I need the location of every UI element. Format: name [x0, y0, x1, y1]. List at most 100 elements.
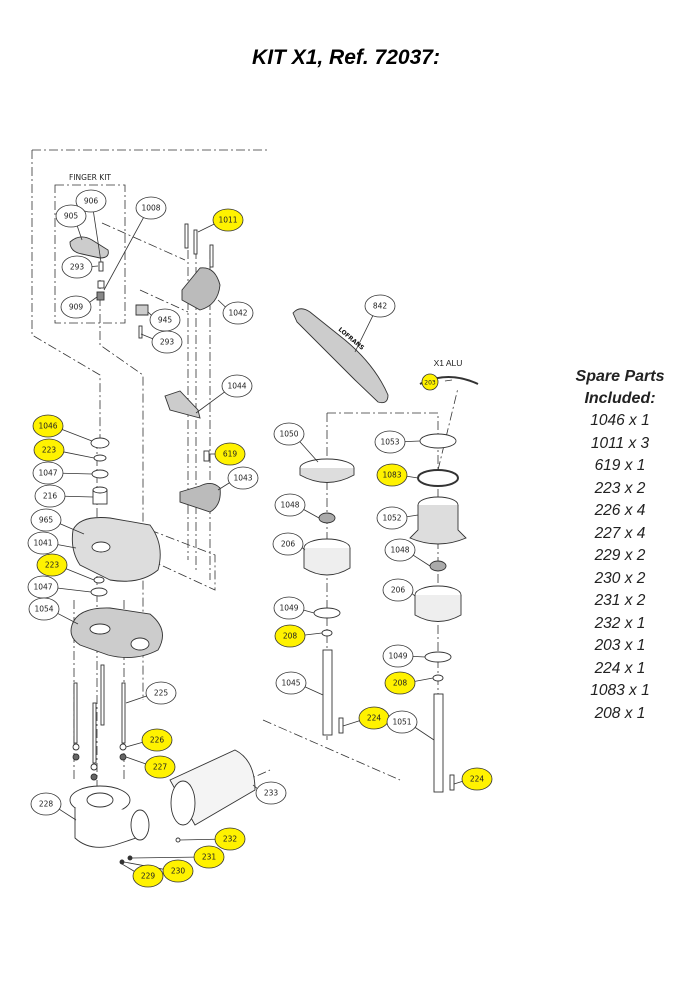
callout-bubble [30, 792, 62, 816]
callout-bubble [273, 422, 305, 446]
callout-206: 206 [382, 578, 416, 602]
callout-bubble [27, 531, 59, 555]
callout-bubble [60, 295, 92, 319]
callout-bubble [30, 508, 62, 532]
leader-line [59, 523, 85, 535]
x1-alu-label: X1 ALU [434, 358, 463, 368]
leader-line [197, 223, 215, 233]
callout-label: 1008 [141, 204, 160, 213]
spare-part-item: 232 x 1 [594, 614, 646, 632]
leader-line [57, 613, 79, 625]
callout-bubble [222, 301, 254, 325]
callout-label: 842 [373, 302, 388, 311]
callout-label: 223 [42, 446, 57, 455]
callout-1049: 1049 [273, 596, 315, 620]
callout-label: 1047 [38, 469, 57, 478]
callout-bubble [421, 373, 439, 391]
spare-part-item: 1083 x 1 [590, 682, 650, 699]
callout-906: 906 [75, 189, 107, 263]
leader-line [64, 495, 94, 498]
callout-label: 293 [70, 263, 85, 272]
callout-label: 206 [391, 586, 406, 595]
callout-bubble [141, 728, 173, 752]
callout-label: 1054 [34, 605, 53, 614]
callout-1054: 1054 [28, 597, 79, 625]
callout-bubble [374, 430, 406, 454]
callout-label: 1041 [33, 539, 52, 548]
callout-1043: 1043 [217, 466, 259, 491]
leader-line [89, 296, 98, 303]
callout-206: 206 [272, 532, 306, 556]
callout-231: 231 [131, 845, 225, 869]
callout-bubble [145, 681, 177, 705]
leader-line [252, 784, 258, 789]
spare-part-item: 229 x 2 [594, 547, 646, 564]
leader-line [125, 695, 147, 704]
callout-label: 1083 [382, 471, 401, 480]
spare-part-item: 208 x 1 [594, 704, 646, 722]
callout-bubble [272, 532, 304, 556]
callout-label: 1047 [33, 583, 52, 592]
callout-1041: 1041 [27, 531, 77, 555]
callout-label: 1053 [380, 438, 399, 447]
parts-drawing [69, 223, 479, 865]
callout-label: 906 [84, 197, 99, 206]
callout-bubble [382, 578, 414, 602]
leader-line [93, 211, 102, 263]
callout-bubble [376, 463, 408, 487]
callout-293: 293 [140, 330, 183, 354]
callout-226: 226 [125, 728, 173, 752]
callout-label: 229 [141, 872, 156, 881]
callout-bubble [151, 330, 183, 354]
leader-line [125, 742, 143, 748]
callout-label: 228 [39, 800, 54, 809]
callout-label: 203 [424, 380, 436, 387]
callout-bubble [36, 553, 68, 577]
callout-label: 226 [150, 736, 165, 745]
callout-bubble [193, 845, 225, 869]
spare-part-item: 203 x 1 [594, 637, 646, 654]
callout-223: 223 [36, 553, 95, 581]
callout-label: 223 [45, 561, 60, 570]
callout-bubble [214, 827, 246, 851]
callout-1044: 1044 [195, 374, 253, 414]
leader-line [195, 391, 225, 414]
leader-line [140, 333, 153, 340]
callout-842: 842 [354, 294, 396, 353]
leader-line [217, 299, 226, 308]
leader-line [147, 311, 152, 316]
callout-label: 1050 [279, 430, 298, 439]
callout-label: 905 [64, 212, 79, 221]
callout-225: 225 [125, 681, 177, 705]
callout-1048: 1048 [274, 493, 320, 519]
callout-bubble [28, 597, 60, 621]
callout-bubble [382, 644, 414, 668]
leader-line [125, 756, 146, 765]
callout-bubble [274, 493, 306, 517]
leader-line [411, 593, 416, 597]
leader-line [131, 856, 195, 859]
callout-223: 223 [33, 438, 95, 462]
callout-bubble [227, 466, 259, 490]
callout-216: 216 [34, 484, 94, 508]
callout-bubble [75, 189, 107, 213]
callout-224: 224 [342, 706, 390, 730]
callout-1042: 1042 [217, 299, 254, 325]
leader-line [63, 451, 95, 459]
callout-group: 9069051008101129390994529310421044104622… [27, 189, 493, 888]
callout-203: 203 [421, 373, 453, 391]
callout-1045: 1045 [275, 671, 324, 696]
callout-229: 229 [121, 863, 164, 888]
callout-label: 1048 [280, 501, 299, 510]
leader-line [414, 727, 435, 741]
spare-part-item: 1011 x 3 [590, 434, 650, 452]
leader-line [412, 656, 426, 658]
spare-parts-heading: Spare Parts [575, 368, 665, 385]
callout-bubble [221, 374, 253, 398]
callout-label: 1046 [38, 422, 57, 431]
callout-619: 619 [209, 442, 246, 466]
leader-line [414, 677, 434, 682]
callout-bubble [376, 506, 408, 530]
